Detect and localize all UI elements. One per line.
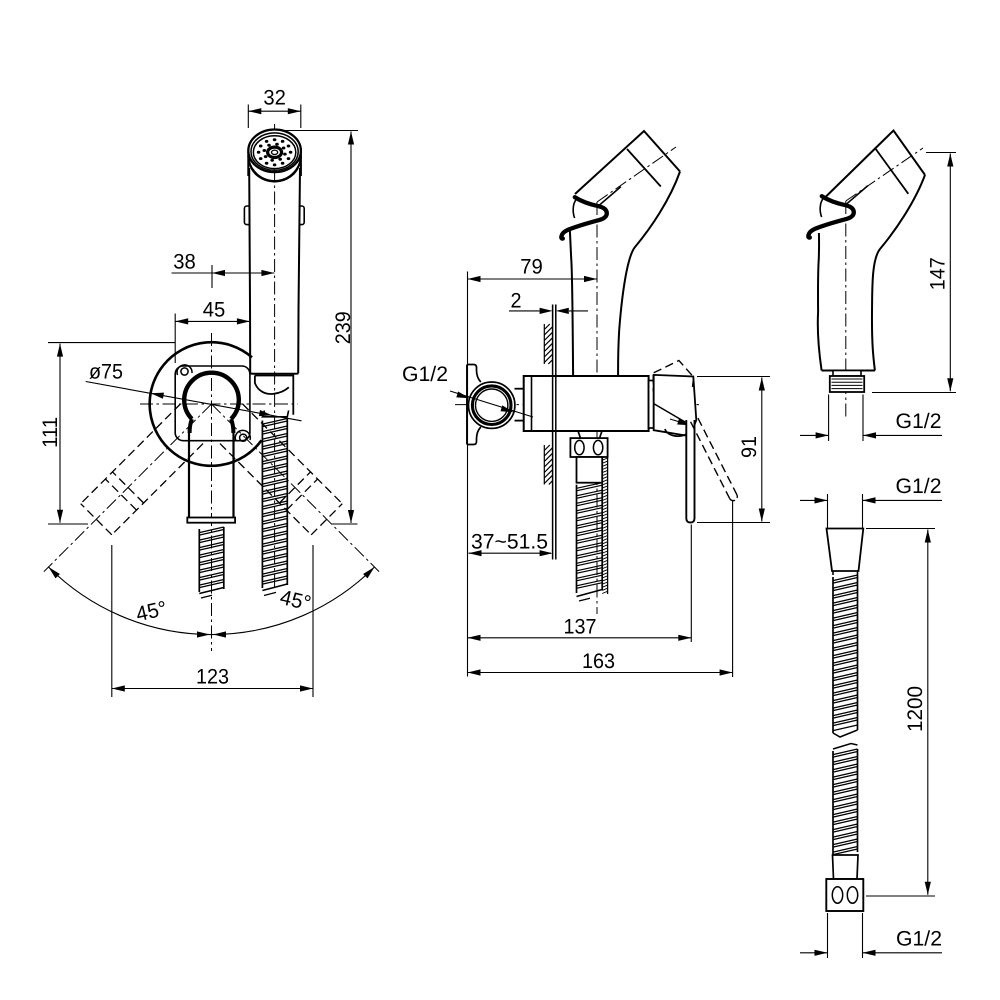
svg-text:G1/2: G1/2 — [896, 410, 942, 433]
svg-text:G1/2: G1/2 — [896, 928, 942, 951]
svg-text:163: 163 — [582, 650, 615, 673]
svg-text:91: 91 — [738, 436, 761, 458]
svg-text:239: 239 — [332, 311, 355, 344]
svg-text:G1/2: G1/2 — [402, 363, 448, 386]
svg-text:37~51.5: 37~51.5 — [471, 531, 548, 554]
svg-text:45: 45 — [203, 298, 226, 321]
svg-text:1200: 1200 — [904, 686, 927, 732]
svg-text:32: 32 — [263, 87, 286, 110]
svg-text:123: 123 — [196, 666, 229, 689]
svg-text:ø75: ø75 — [89, 361, 123, 384]
svg-text:G1/2: G1/2 — [896, 475, 942, 498]
svg-text:79: 79 — [520, 256, 543, 279]
svg-text:2: 2 — [511, 290, 522, 313]
svg-text:147: 147 — [927, 257, 950, 290]
svg-text:111: 111 — [39, 417, 62, 448]
svg-text:137: 137 — [564, 615, 597, 638]
svg-text:38: 38 — [173, 250, 196, 273]
